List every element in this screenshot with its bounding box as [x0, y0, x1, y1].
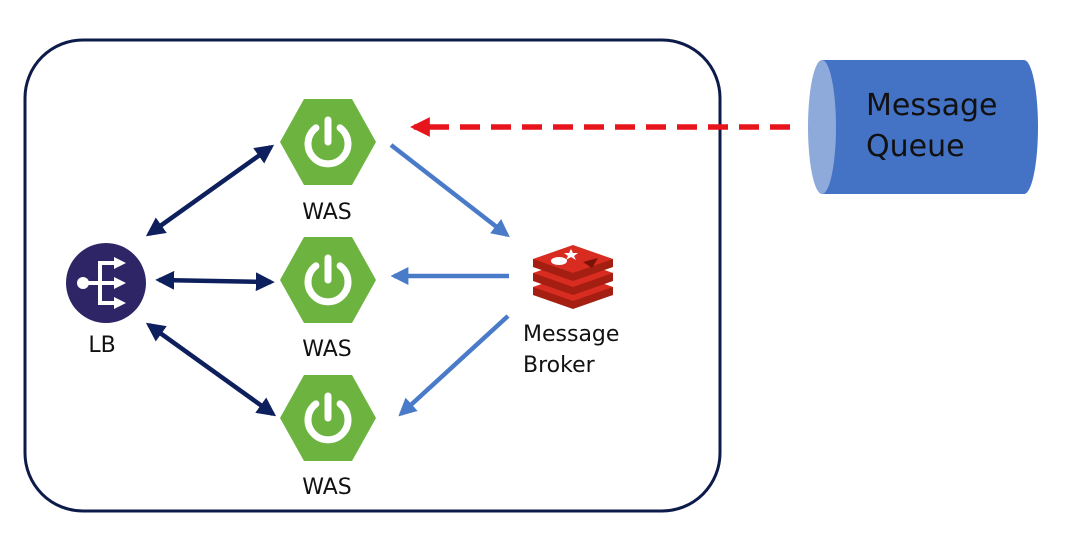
broker-label-line2: Broker	[523, 353, 595, 378]
arrow-lb-was-bottom	[145, 322, 277, 417]
was-bottom-label: WAS	[302, 475, 352, 500]
message-queue-cylinder	[808, 60, 1038, 194]
broker-label-line1: Message	[523, 322, 620, 347]
queue-label-line1: Message	[866, 88, 998, 123]
lb-label: LB	[88, 333, 116, 358]
arrow-broker-to-was-bottom	[398, 314, 510, 417]
spring-was-icon-top	[280, 99, 376, 185]
queue-label-line2: Queue	[866, 129, 965, 164]
server-cluster-boundary	[23, 38, 722, 513]
arrow-lb-was-middle	[155, 270, 275, 292]
was-middle-label: WAS	[302, 337, 352, 362]
spring-was-icon-bottom	[280, 375, 376, 461]
arrow-was-top-to-broker	[389, 143, 510, 238]
load-balancer-icon	[66, 243, 146, 323]
was-top-label: WAS	[302, 200, 352, 225]
spring-was-icon-middle	[280, 237, 376, 323]
arrow-lb-was-top	[145, 144, 275, 237]
redis-broker-icon	[533, 245, 613, 309]
